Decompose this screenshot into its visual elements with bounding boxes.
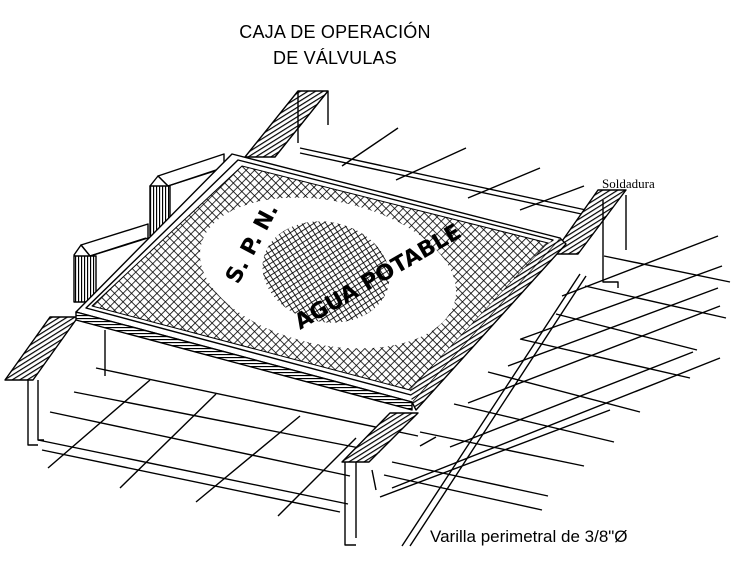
title-line-1: CAJA DE OPERACIÓN (239, 22, 431, 42)
hinge-block-lower (73, 223, 149, 303)
rear-frame-left (244, 90, 329, 158)
lid-surface (91, 165, 549, 391)
front-frame-left (4, 316, 106, 446)
front-frame-right (341, 412, 419, 546)
label-varilla-perimetral: Varilla perimetral de 3/8"Ø (430, 527, 628, 546)
rebar-grid-front (37, 367, 419, 517)
title-line-2: DE VÁLVULAS (273, 48, 397, 68)
right-frame (552, 189, 627, 288)
rebar-grid-right (379, 235, 731, 547)
rebar-grid-back (299, 127, 587, 216)
label-soldadura: Soldadura (602, 176, 655, 191)
lid-edge-shading (410, 238, 560, 402)
